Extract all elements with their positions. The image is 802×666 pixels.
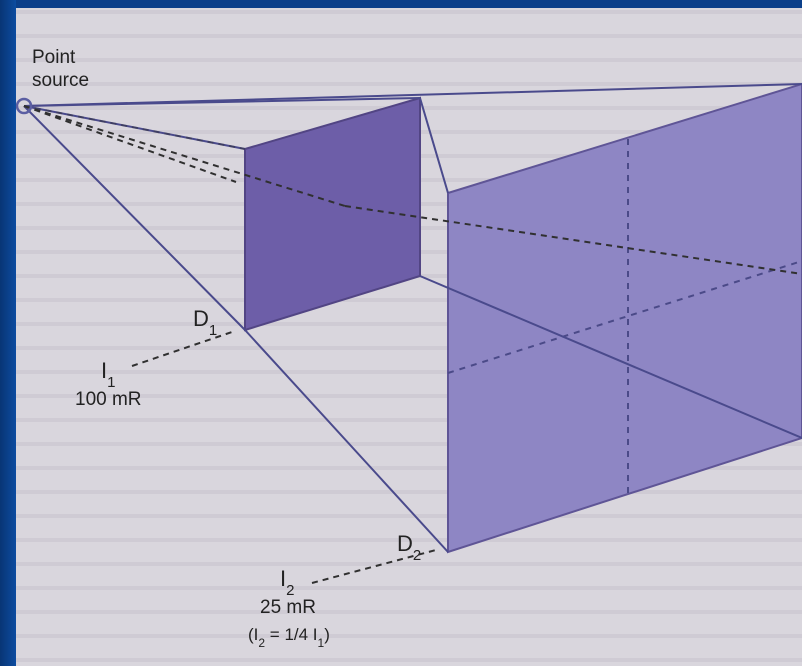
point-source-icon [16, 97, 33, 115]
ray-right-diagonal [419, 275, 802, 439]
ray-upper-far [419, 97, 449, 194]
slide-top-bar [0, 0, 802, 8]
ray-upper-left [23, 105, 246, 150]
i2-relation: (I2 = 1/4 I1) [248, 625, 330, 650]
ray-top [23, 83, 802, 107]
d1-label: D1 [193, 306, 217, 339]
i1-symbol: I1 [101, 358, 115, 391]
d2-label: D2 [397, 531, 421, 564]
i2-value: 25 mR [260, 597, 316, 618]
i1-value: 100 mR [75, 389, 142, 410]
ray-top-near [23, 97, 421, 107]
point-source-label-line2: source [32, 70, 89, 91]
rays [23, 83, 802, 553]
ray-center-dashed [23, 105, 346, 207]
far-plate [447, 82, 802, 554]
ray-lower-left [23, 105, 246, 331]
point-source-label-line1: Point [32, 47, 76, 68]
inverse-square-diagram: Point source D1 D2 I1 100 mR I2 25 mR [16, 8, 802, 666]
ray-secondary-dashed [23, 105, 237, 183]
diagram-image: Point source D1 D2 I1 100 mR I2 25 mR [16, 8, 802, 666]
i2-symbol: I2 [280, 566, 294, 599]
far-plate-horizontal-center [447, 260, 802, 374]
ray-lower-far [244, 329, 449, 553]
ray-overlay-dashed [23, 105, 246, 150]
ray-center-dashed-far [344, 205, 802, 275]
slide-left-bar [0, 0, 16, 666]
i1-pointer [131, 331, 233, 367]
